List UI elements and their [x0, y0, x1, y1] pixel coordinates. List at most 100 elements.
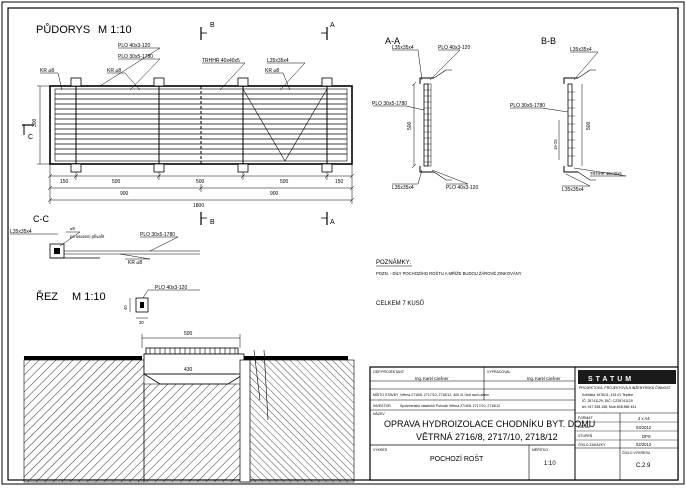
tb-odp-label: ODP.PROJEKTANT	[373, 370, 405, 374]
diagonal-braces	[242, 88, 328, 162]
tb-meritko-label: MĚŘÍTKO	[532, 447, 548, 452]
plan-view: PŮDORYS M 1:10	[22, 22, 355, 226]
section-cc-plo: PLO 30x5-1780	[140, 232, 175, 238]
tb-stupen-value: DPS	[642, 434, 651, 439]
company-sub: PROJEKTOVÁ, PROJEKTOVÁ A INŽENÝRSKÁ ČINN…	[579, 385, 672, 390]
tb-datum-value: 03/2012	[636, 425, 652, 430]
tb-zakazka-value: 02/2012	[636, 442, 652, 447]
section-cc: C-C L35x35x4 ⌀8 po osazení přivařit PLO …	[10, 214, 200, 266]
tb-stupen-label: STUPEŇ	[578, 434, 593, 438]
company-name: STATUM	[588, 376, 634, 383]
section-aa-leaders	[373, 49, 469, 185]
plan-cut-b-top: B	[210, 22, 215, 29]
plan-label-l35: L35x35x4	[267, 58, 289, 64]
company-tel: tel: 417 538 158, Mob:608 865 431	[582, 405, 636, 409]
rez-dim-30: 30	[139, 320, 144, 325]
tb-investor-label: INVESTOR	[373, 404, 391, 408]
rez-dim-40: 40	[123, 305, 128, 310]
section-bb-bars	[568, 91, 575, 157]
plan-dimension-lines	[47, 164, 355, 204]
grate-inner-frame	[54, 88, 348, 162]
tb-investor-value: Společenství vlastníků Pohode Větrná 271…	[400, 404, 500, 408]
plan-dim-300: 300	[32, 118, 38, 127]
section-aa-l35-top: L35x35x4	[392, 45, 414, 51]
tb-vykres-label: VÝKRES	[373, 448, 388, 452]
plan-label-kr-right: KR ⌀8	[265, 68, 279, 74]
rez-plo: PLO 40x3-120	[155, 285, 187, 291]
notes-total: CELKEM 7 KUSŮ	[376, 300, 424, 307]
notes-block: POZNÁMKY: POZN. - DÍLY POCHOZÍHO ROŠTU A…	[376, 259, 522, 307]
tb-meritko-value: 1:10	[544, 461, 556, 467]
section-cc-kr: KR ⌀8	[128, 260, 142, 266]
section-bb-trhr: TRHHR 40x40x5	[590, 171, 622, 176]
section-bb-dim: 500	[586, 121, 592, 130]
company-logo	[578, 370, 676, 384]
frame-tabs	[70, 77, 333, 173]
notes-line: POZN. - DÍLY POCHOZÍHO ROŠTU A MŘÍŽE BUD…	[376, 271, 522, 276]
tb-format-value: 2 x A4	[638, 416, 650, 421]
plan-cut-a-bottom: A	[330, 219, 335, 226]
section-bb-leaders	[510, 51, 627, 187]
section-bb-title: B-B	[541, 36, 556, 46]
section-aa-dim: 500	[407, 121, 413, 130]
notes-heading: POZNÁMKY:	[376, 259, 411, 266]
plan-label-trhr: TRHHR 40x40x5	[202, 58, 240, 64]
section-cc-leaders	[59, 231, 179, 260]
plan-leaders	[40, 47, 306, 91]
tb-zakazka-label: ČÍSLO ZAKÁZKY	[578, 442, 606, 447]
section-aa-plo-mid: PLO 30x5-1780	[372, 101, 407, 107]
title-block: ODP.PROJEKTANT Ing. Karel Ciešner VYPRAC…	[369, 366, 679, 481]
tb-nazev-line1: OPRAVA HYDROIZOLACE CHODNÍKU BYT. DOMU	[384, 419, 595, 429]
section-bb-dim-small: 15-25	[553, 139, 558, 150]
plan-label-plo40: PLO 40x3-120	[118, 43, 150, 49]
company-addr: Koliňská 1976/11, 415 01 Teplice	[582, 393, 633, 397]
cross-members	[75, 86, 328, 164]
cut-section: ŘEZ M 1:10 PLO 40x3-120 40 30 500	[23, 285, 355, 483]
section-aa: A-A 500	[372, 36, 478, 191]
tb-misto-value: Větrná 2716/8, 2717/10, 2718/12, 400 11 …	[400, 393, 489, 397]
rez-dim-500: 500	[184, 331, 193, 337]
section-bb-l35-top: L35x35x4	[570, 47, 592, 53]
rez-scale: M 1:10	[72, 291, 106, 303]
section-aa-title: A-A	[385, 36, 400, 46]
tb-odp-value: Ing. Karel Ciešner	[415, 376, 449, 381]
plan-dim-r1-2: 500	[196, 179, 205, 185]
plan-cut-c: C	[28, 134, 33, 141]
plan-label-kr-mid: KR ⌀8	[107, 68, 121, 74]
plan-cut-a-top: A	[330, 22, 335, 29]
tb-vykres-value: POCHOZÍ ROŠT	[430, 454, 484, 463]
section-aa-plo-top: PLO 40x3-120	[438, 45, 470, 51]
plan-cut-b-bottom: B	[210, 219, 215, 226]
section-aa-plo-bottom: PLO 40x3-120	[446, 185, 478, 191]
plan-label-kr-left: KR ⌀8	[40, 68, 54, 74]
tb-datum-label: DATUM	[578, 425, 590, 429]
plan-dim-r1-4: 150	[335, 179, 344, 185]
rez-grate-bars	[149, 348, 236, 354]
section-bb: B-B 500 15-25 L35x35x4 PLO 30x5-1	[510, 36, 627, 193]
section-cc-title: C-C	[33, 214, 49, 224]
tb-cislo-value: C.2.9	[636, 463, 651, 469]
section-cc-l35: L35x35x4	[10, 229, 32, 235]
section-cc-note2: po osazení přivařit	[70, 234, 105, 239]
section-cc-note1: ⌀8	[70, 226, 76, 231]
tb-format-label: FORMÁT	[578, 416, 594, 420]
rez-title: ŘEZ	[36, 290, 58, 303]
rez-dim-430: 430	[184, 367, 193, 373]
plan-dim-total: 1800	[193, 203, 204, 209]
section-bb-plo-mid: PLO 30x5-1780	[510, 103, 545, 109]
tb-nazev-label: NÁZEV	[373, 412, 385, 416]
plan-scale: M 1:10	[98, 24, 132, 36]
company-ic: IČ: 28741129, DIČ: CZ28741129	[582, 398, 633, 403]
tb-nazev-line2: VĚTRNÁ 2716/8, 2717/10, 2718/12	[416, 432, 558, 442]
plan-dim-r2-1: 900	[270, 191, 279, 197]
plan-title: PŮDORYS	[36, 23, 90, 36]
tb-vyp-label: VYPRACOVAL	[487, 370, 511, 374]
plan-dim-r2-0: 900	[120, 191, 129, 197]
tb-vyp-value: Ing. Karel Ciešner	[527, 376, 561, 381]
tb-cislo-label: ČÍSLO VÝKRESU	[622, 450, 651, 455]
plan-dim-r1-3: 500	[280, 179, 289, 185]
section-bb-l35-bottom: L35x35x4	[562, 187, 584, 193]
plan-dim-r1-1: 500	[112, 179, 121, 185]
